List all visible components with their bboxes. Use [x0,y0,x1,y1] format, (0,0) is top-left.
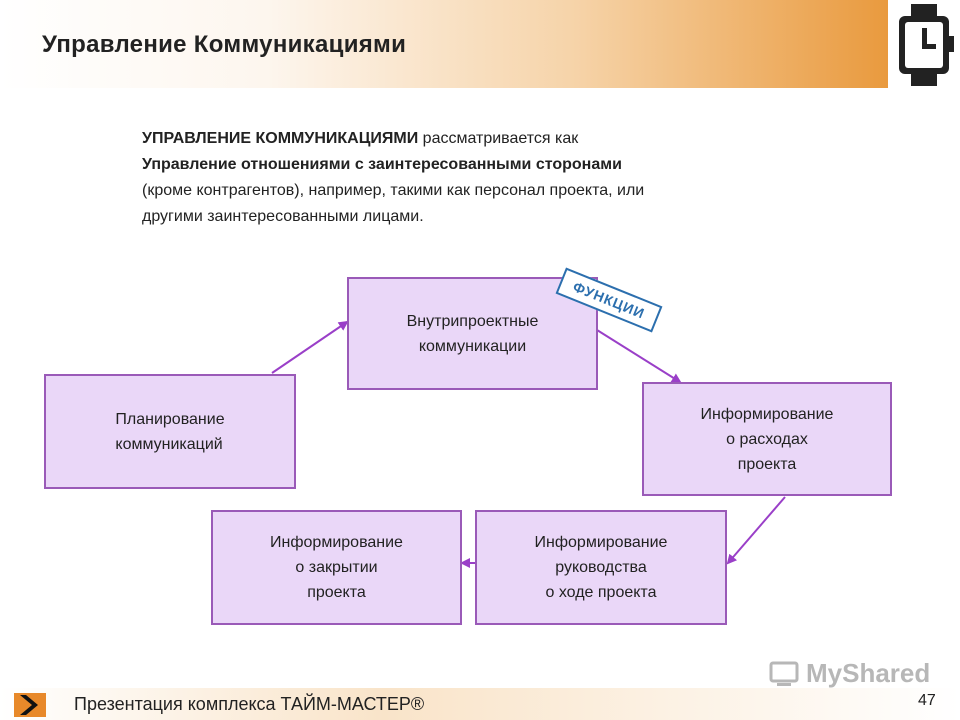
intro-text: УПРАВЛЕНИЕ КОММУНИКАЦИЯМИ рассматриваетс… [142,126,842,230]
watermark-text: MyShared [806,657,931,688]
arrow-internal-to-costs [596,329,682,384]
page-title: Управление Коммуникациями [42,31,407,58]
box-planning: Планирование коммуникаций [44,374,296,489]
box-internal-label: Внутрипроектные коммуникации [406,312,539,355]
arrow-costs-to-management [726,496,786,565]
intro-line1-rest: рассматривается как [418,130,579,147]
box-costs-label: Информирование о расходах проекта [700,405,834,473]
header-bar [0,0,888,88]
intro-line3: (кроме контрагентов), например, такими к… [142,182,645,199]
box-management-label: Информирование руководства о ходе проект… [534,534,668,601]
footer-bar [0,688,960,720]
box-management: Информирование руководства о ходе проект… [475,510,727,625]
chevron-right-icon [14,693,46,717]
watermark: MyShared [768,657,930,689]
box-planning-label: Планирование коммуникаций [115,410,225,453]
box-closure: Информирование о закрытии проекта [211,510,462,625]
box-closure-label: Информирование о закрытии проекта [270,534,403,601]
watch-icon [899,4,954,86]
arrow-planning-to-internal [271,320,349,374]
page-number: 47 [918,692,936,709]
footer-text: Презентация комплекса ТАЙМ-МАСТЕР® [74,694,425,714]
intro-bold-definition: Управление отношениями с заинтересованны… [142,156,622,173]
myshared-logo-icon [769,661,799,686]
box-costs: Информирование о расходах проекта [642,382,892,496]
intro-line4: другими заинтересованными лицами. [142,208,424,225]
box-internal: Внутрипроектные коммуникации [347,277,598,390]
intro-bold-term: УПРАВЛЕНИЕ КОММУНИКАЦИЯМИ [142,130,419,147]
